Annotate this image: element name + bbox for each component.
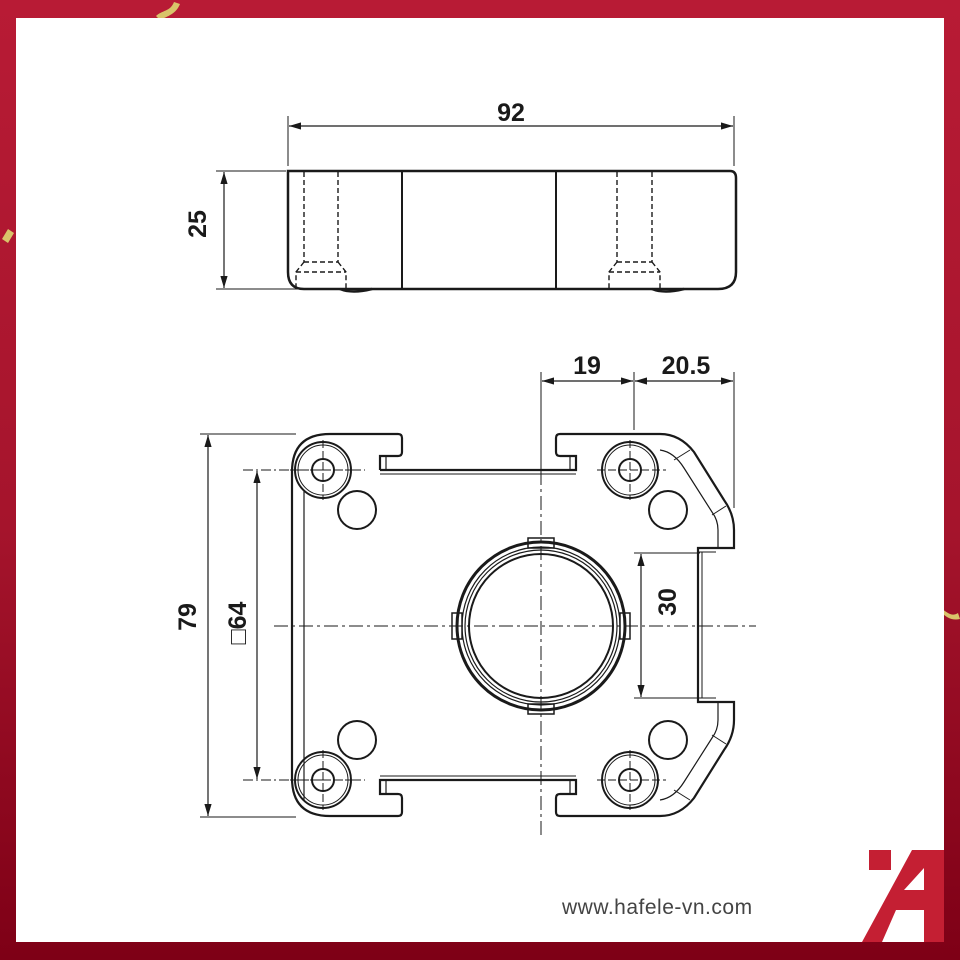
dimension-hole-pattern-64: □64 <box>224 601 252 644</box>
confetti-decoration-top <box>156 2 180 20</box>
dimension-offset-19: 19 <box>573 352 601 380</box>
technical-drawing: 92 25 19 20.5 79 □64 30 <box>174 99 944 942</box>
confetti-decoration-left <box>2 229 14 243</box>
website-url[interactable]: www.hafele-vn.com <box>562 896 753 919</box>
dimension-slot-30: 30 <box>654 588 682 616</box>
hafele-a-logo-icon <box>862 850 944 942</box>
top-view <box>200 372 756 836</box>
dimension-offset-20-5: 20.5 <box>662 352 711 380</box>
drawing-panel: 92 25 19 20.5 79 □64 30 <box>16 18 944 942</box>
side-view <box>216 116 738 293</box>
dimension-height-79: 79 <box>174 603 202 631</box>
dimension-width-92: 92 <box>497 99 525 127</box>
dimension-height-25: 25 <box>184 210 212 238</box>
confetti-decoration-right <box>942 609 960 620</box>
